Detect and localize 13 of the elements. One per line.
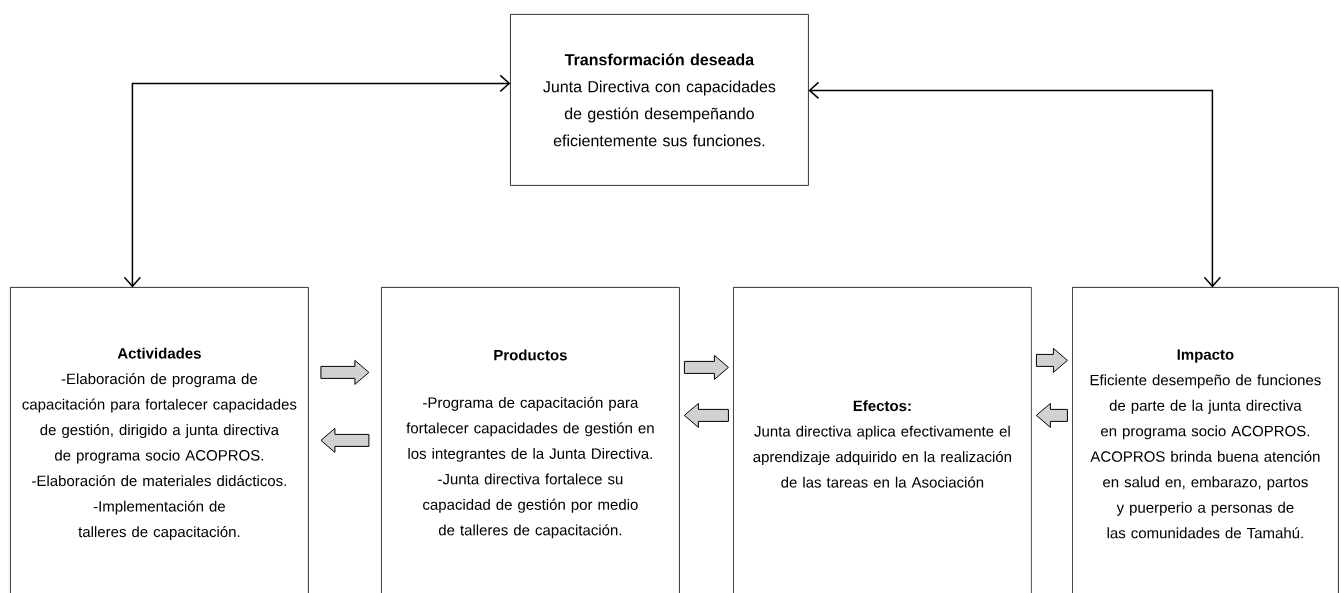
- text-box: Actividades -Elaboración de programa de capacitación para fortalecer capacidades de gestión, dirigido a junta directiva de programa socio ACOPROS. -Elaboración de materiales didácticos. -Implementación de talleres de capacitación.: [10, 287, 309, 593]
- text-box: Impacto Eficiente desempeño de funciones de parte de la junta directiva en programa socio ACOPROS. ACOPROS brinda buena atención en salud en, embarazo, partos y puerperio a personas de las comunidades de Tamahú.: [1072, 287, 1339, 593]
- text-box: Efectos: Junta directiva aplica efectivamente el aprendizaje adquirido en la realización de las tareas en la Asociación: [733, 287, 1032, 593]
- text-box: Transformación deseada Junta Directiva con capacidades de gestión desempeñando eficientemente sus funciones.: [510, 14, 809, 186]
- block-arrow: [683, 402, 729, 428]
- text-box: Productos -Programa de capacitación para fortalecer capacidades de gestión en los integrantes de la Junta Directiva. -Junta directiva fortalece su capacidad de gestión por medio de talleres de capacitación.: [381, 287, 680, 593]
- arrow: [123, 74, 511, 288]
- block-arrow: [1035, 347, 1068, 373]
- block-arrow: [683, 354, 729, 380]
- block-arrow: [320, 427, 370, 453]
- block-arrow: [320, 359, 370, 385]
- arrow: [808, 81, 1222, 288]
- block-arrow: [1035, 402, 1068, 428]
